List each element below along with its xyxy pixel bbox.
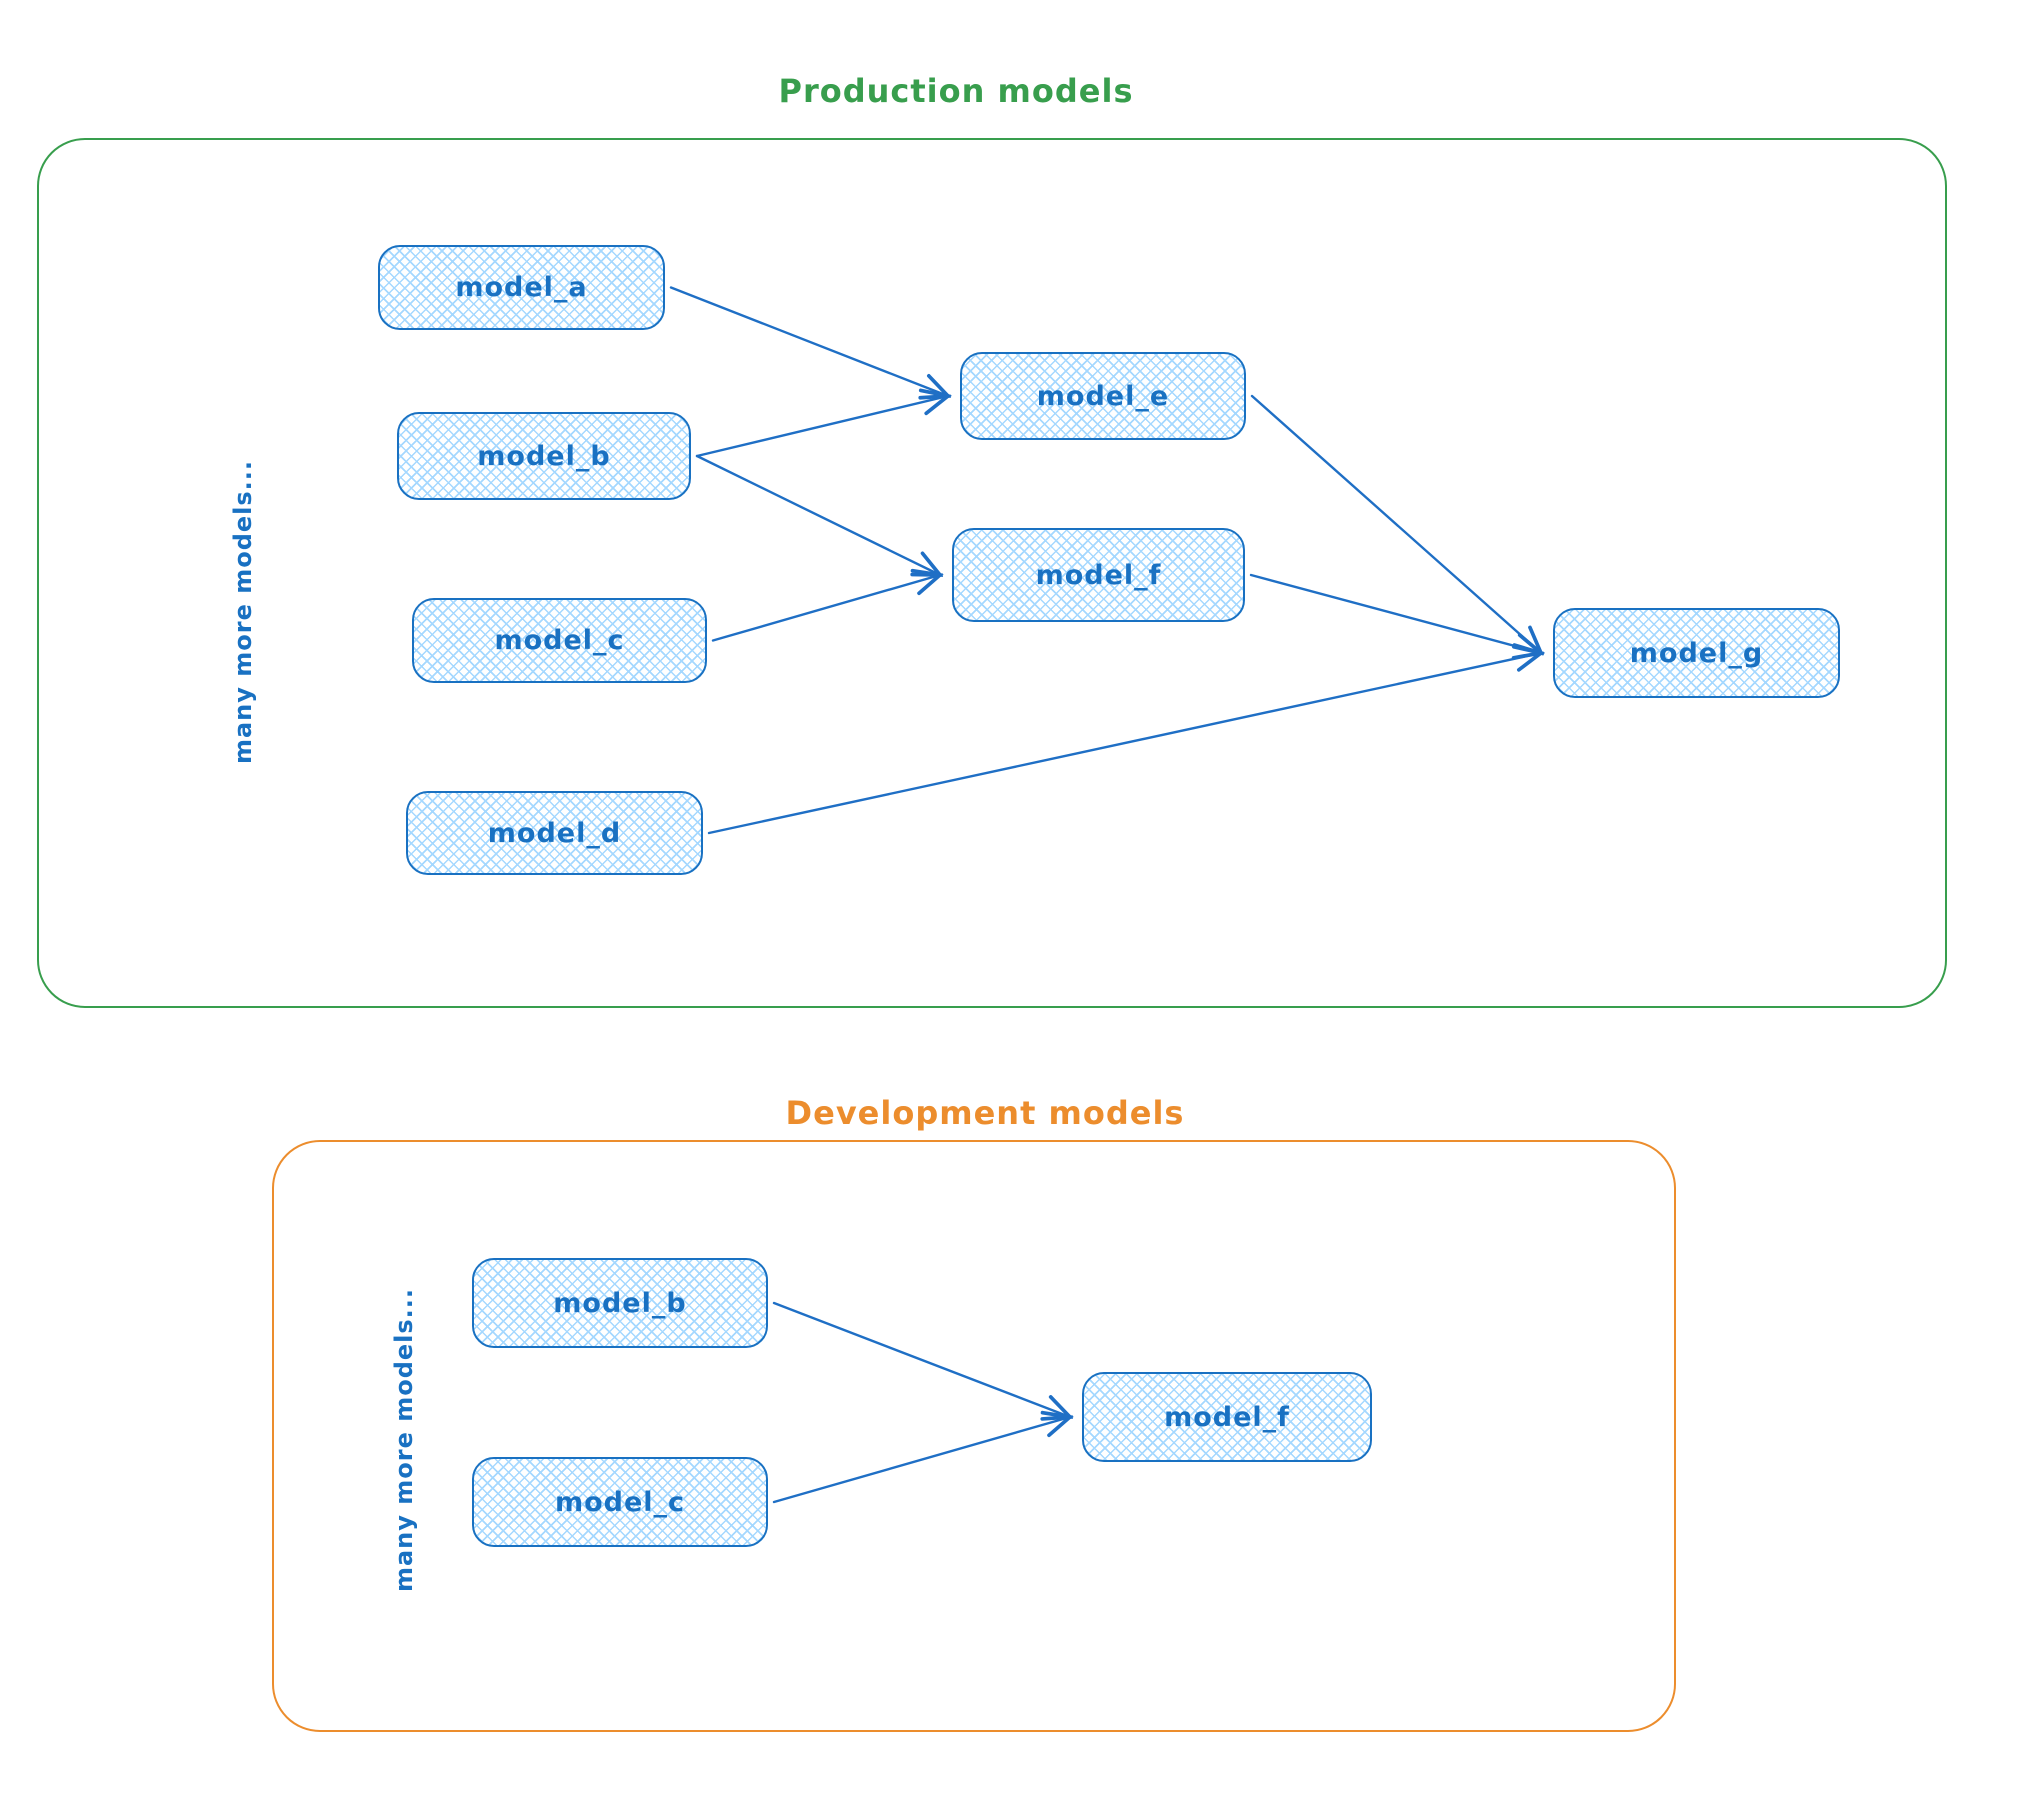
node-label: model_d [487, 817, 622, 849]
node-model-f[interactable]: model_f [952, 528, 1245, 622]
side-label-development: many more models... [390, 1287, 418, 1593]
section-title-production: Production models [778, 72, 1134, 110]
node-label: model_e [1036, 380, 1170, 412]
node-dev-model-f[interactable]: model_f [1082, 1372, 1372, 1462]
node-label: model_b [477, 440, 611, 472]
section-title-development: Development models [785, 1094, 1185, 1132]
node-label: model_a [455, 272, 588, 303]
node-label: model_c [494, 625, 625, 656]
development-frame [272, 1140, 1676, 1732]
production-frame [37, 138, 1947, 1008]
node-label: model_c [554, 1486, 686, 1518]
node-model-b[interactable]: model_b [397, 412, 691, 500]
node-model-a[interactable]: model_a [378, 245, 665, 330]
node-model-e[interactable]: model_e [960, 352, 1246, 440]
node-label: model_b [553, 1287, 687, 1319]
node-label: model_f [1035, 559, 1162, 591]
node-model-g[interactable]: model_g [1553, 608, 1840, 698]
node-label: model_g [1629, 637, 1764, 669]
node-model-d[interactable]: model_d [406, 791, 703, 875]
node-dev-model-b[interactable]: model_b [472, 1258, 768, 1348]
node-dev-model-c[interactable]: model_c [472, 1457, 768, 1547]
node-model-c[interactable]: model_c [412, 598, 707, 683]
side-label-production: many more models... [229, 459, 257, 765]
node-label: model_f [1164, 1401, 1290, 1433]
